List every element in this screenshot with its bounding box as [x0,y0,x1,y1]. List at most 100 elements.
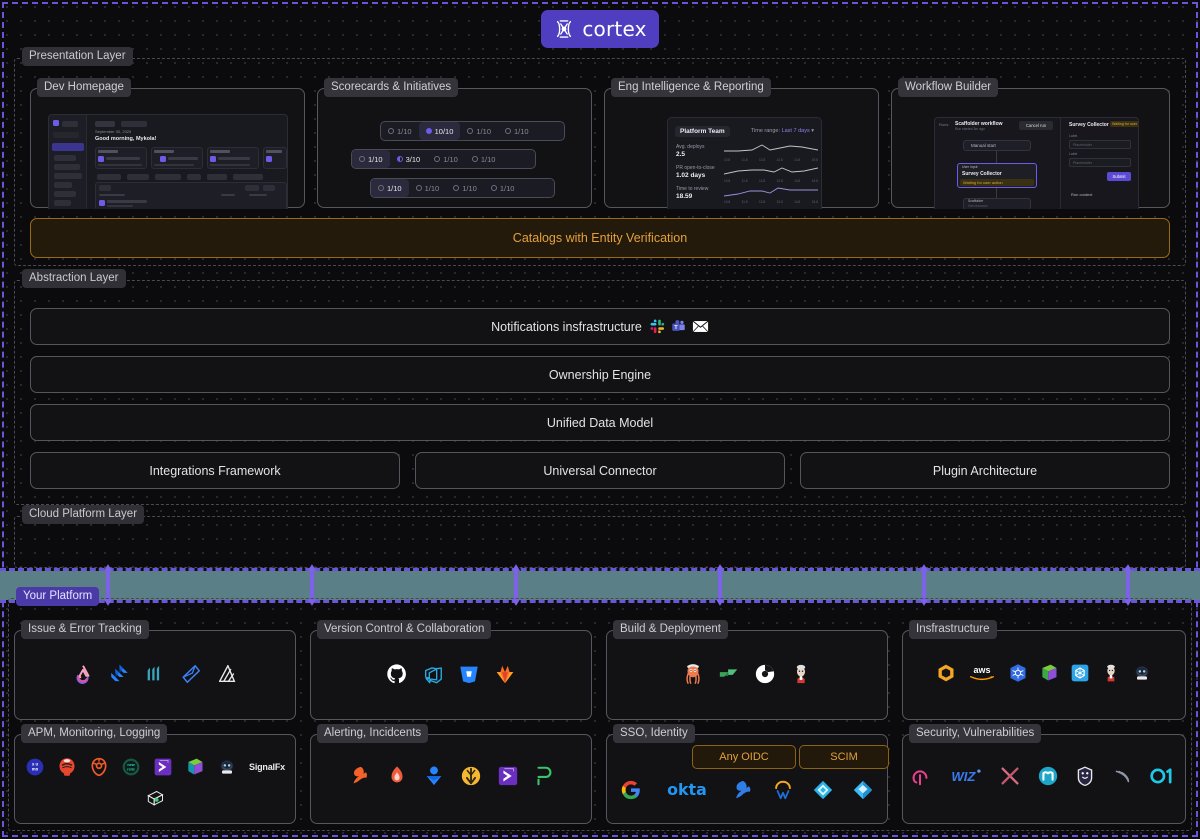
apm-monitoring-icons: s u mo new relic [15,757,295,809]
cloud-platform-layer-label: Cloud Platform Layer [22,505,145,524]
splunk-oncall-icon [498,766,517,786]
build-deployment-icons [607,663,887,685]
mock-wf-breadcrumb: Runs [939,122,949,127]
presentation-layer: Presentation Layer [14,47,1186,266]
score-dot-icon [434,156,441,162]
panel-eng-intelligence[interactable]: Eng Intelligence & Reporting Platform Te… [604,78,879,209]
infrastructure-icons: aws [903,663,1185,683]
tick: 15.8 [811,200,818,204]
bar-notifications-infrastructure: Notifications insfrastructure T [30,308,1170,345]
score-value: 1/10 [480,154,496,164]
panel-security-vulnerabilities[interactable]: Security, Vulnerabilities WIZ [902,724,1186,824]
mock-card-2-meta [154,164,194,166]
mock-wf-node-status: Waiting for user action [960,179,1034,186]
mock-ei-metric-label: Avg. deploys [676,144,705,150]
panel-build-deployment-label: Build & Deployment [613,620,728,639]
scorecard-cell: 1/10 [446,179,484,197]
hashicorp-icon [938,664,954,682]
panel-scorecards[interactable]: Scorecards & Initiatives 1/10 10/10 1/10… [317,78,592,208]
panel-build-deployment[interactable]: Build & Deployment [606,620,888,720]
abstraction-layer-label: Abstraction Layer [22,269,126,288]
scorecard-cell: 1/10 [352,150,390,168]
mock-nav-plugins [54,200,71,206]
bar-universal-connector-label: Universal Connector [543,463,657,478]
firehydrant-icon [391,766,402,783]
score-dot-icon [359,156,365,162]
mock-wf-node-title: Survey Collector [962,171,1002,177]
mock-ei-metric-label: PR open-to-close [676,165,715,171]
mock-app-logo-icon [53,120,59,126]
panel-dev-homepage[interactable]: Dev Homepage September 30, 2025 Good mor… [30,78,305,209]
mock-ei-ticks-1: 10.8 11.8 12.8 13.8 14.8 15.8 [724,158,818,162]
pager-icon [536,766,551,786]
azure-devops-icon [424,667,442,684]
panel-workflow-builder-label: Workflow Builder [898,78,999,97]
mock-nav-scorecards [54,164,80,170]
mock-wf-edge-1 [996,151,997,163]
panel-version-control[interactable]: Version Control & Collaboration [310,620,592,720]
mock-wf-node-scaffolder[interactable] [963,198,1031,209]
panel-infrastructure[interactable]: Insfrastructure aws [902,620,1186,720]
badge-scim: SCIM [799,745,889,769]
cortex-logo: cortex [541,10,659,48]
badge-scim-label: SCIM [830,751,858,763]
tick: 13.8 [776,200,783,204]
sso-identity-icons: okta [607,779,887,801]
mock-wf-node-3-kind: Scaffolder [968,199,984,203]
score-value: 1/10 [443,154,458,164]
mock-wf-field-2-placeholder: Placeholder [1073,160,1092,165]
google-icon [621,780,640,800]
tick: 10.8 [724,200,731,204]
mock-filter-3 [155,174,181,180]
scorecard-cell: 1/10 [484,179,522,197]
dynatrace-icon [188,758,203,775]
mock-wf-field-2[interactable] [1069,158,1131,167]
score-value: 1/10 [368,154,383,164]
panel-eng-intelligence-label: Eng Intelligence & Reporting [611,78,771,97]
qualys-icon [1115,770,1130,783]
issue-error-tracking-icons [15,663,295,685]
panel-issue-error-tracking[interactable]: Issue & Error Tracking [14,620,296,720]
mock-ei-range-value: Last 7 days [781,128,810,134]
panel-workflow-builder[interactable]: Workflow Builder Runs Scaffolder workflo… [891,78,1170,209]
mock-wf-submit-button[interactable]: Submit [1107,172,1131,181]
mock-wf-node-start[interactable] [963,140,1031,151]
mock-wf-detail-badge: Waiting for user input [1110,121,1138,127]
scorecard-cell: 10/10 [418,122,461,140]
jenkins-icon [1107,664,1115,682]
score-value: 10/10 [434,126,454,136]
panel-alerting-incidents[interactable]: Alerting, Incidcents [310,724,592,824]
score-dot-icon [425,128,432,134]
panel-sso-identity[interactable]: SSO, Identity Any OIDC SCIM okta [606,724,889,824]
scorecard-cell: 1/10 [465,150,503,168]
lightstep-icon [147,790,164,806]
mock-ei-metric-value: 2.5 [676,151,686,158]
mock-ei-metric-value: 1.02 days [676,172,706,179]
panel-infrastructure-label: Insfrastructure [909,620,997,639]
bidirectional-arrow [511,564,521,606]
mock-wf-title: Scaffolder workflow [955,121,1003,127]
mock-ei-metric-label: Time to review [676,186,709,192]
bidirectional-arrow [307,564,317,606]
panel-sso-identity-label: SSO, Identity [613,724,695,743]
mock-filter-5 [207,174,227,180]
incidentio-icon [461,766,480,786]
your-platform-layer: Your Platform [8,587,1192,831]
score-value: 1/10 [397,126,412,136]
bar-integrations-framework: Integrations Framework [30,452,400,489]
signalfx-icon: SignalFx [249,762,285,772]
abstraction-layer: Abstraction Layer [14,269,1186,505]
bar-ownership-label: Ownership Engine [548,367,652,382]
mock-wf-cancel-button[interactable]: Cancel run [1019,121,1053,130]
mock-wf-field-1[interactable] [1069,140,1131,149]
scorecard-cell: 1/10 [371,179,409,197]
wiz-icon: WIZ [951,769,981,784]
panel-apm-monitoring-logging-label: APM, Monitoring, Logging [21,724,168,743]
score-dot-icon [415,185,422,191]
score-dot-icon [505,128,511,134]
panel-apm-monitoring-logging[interactable]: APM, Monitoring, Logging s u mo [14,724,296,824]
pagerduty-icon [353,766,367,784]
mock-nav-home [52,143,84,151]
score-dot-icon [467,128,474,134]
mock-wf-field-1-label: Label [1069,134,1078,138]
